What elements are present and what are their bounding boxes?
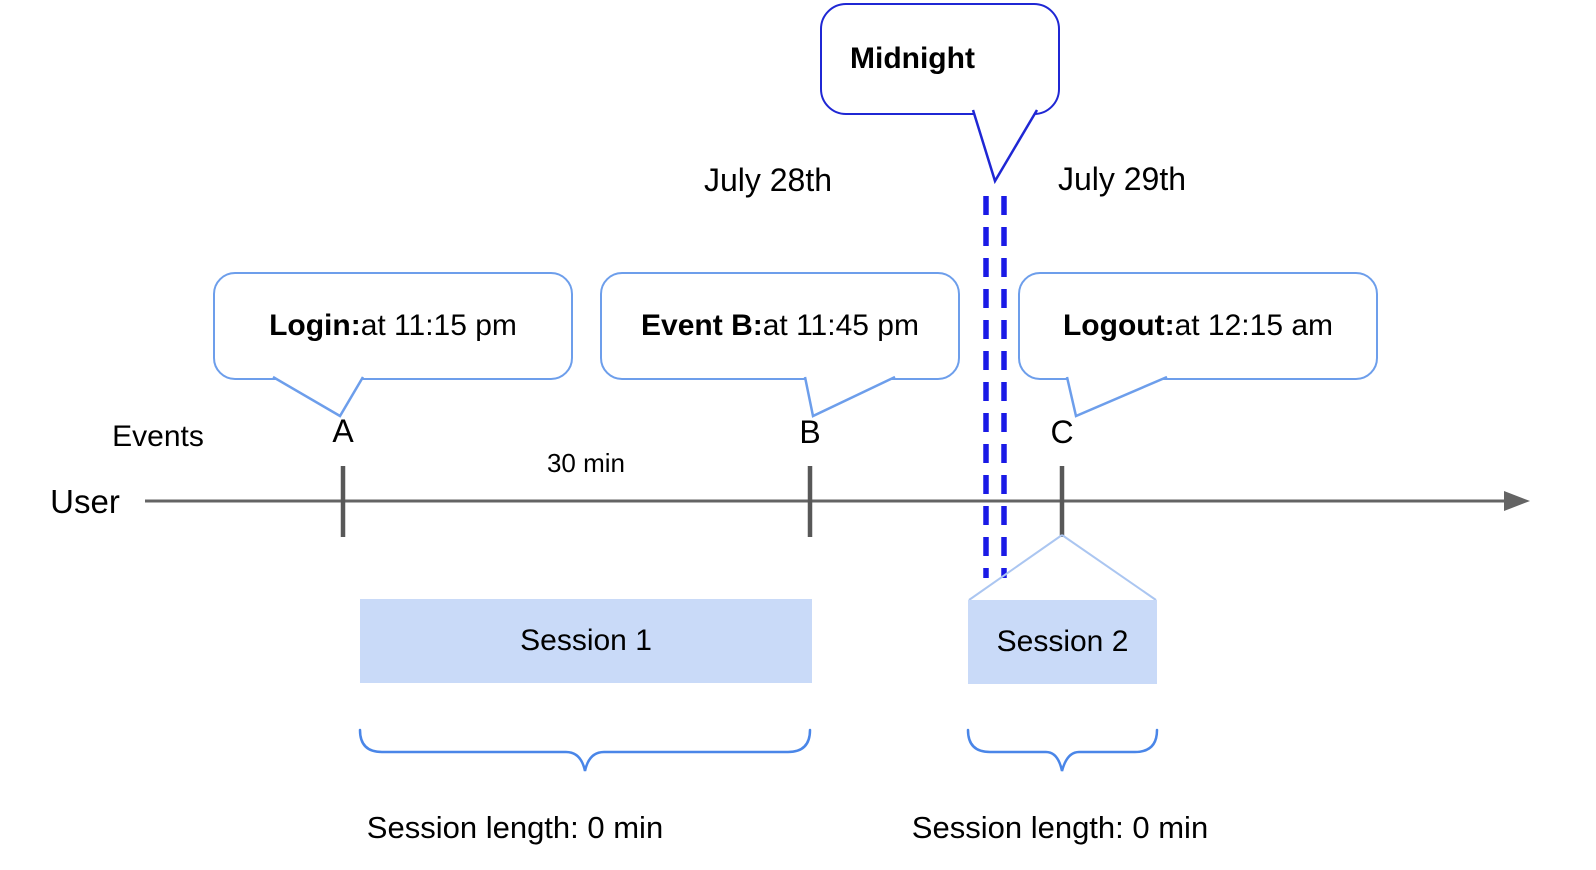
- session2-label: Session 2: [996, 625, 1129, 658]
- events-row-label: Events: [112, 420, 204, 453]
- midnight-callout-tail-outline: [971, 109, 1039, 185]
- login-callout: Login: at 11:15 pm: [213, 272, 573, 380]
- interval-label: 30 min: [546, 448, 626, 478]
- date-label-july-29: July 29th: [1057, 161, 1187, 197]
- session2-length-label: Session length: 0 min: [911, 810, 1209, 845]
- logout-callout-time: at 12:15 am: [1174, 309, 1334, 342]
- event-marker-a: A: [332, 413, 354, 449]
- logout-callout-title: Logout:: [1062, 309, 1175, 342]
- user-row-label: User: [50, 483, 120, 520]
- login-callout-title: Login:: [269, 309, 361, 342]
- session1-label: Session 1: [520, 624, 652, 657]
- session1-length-label: Session length: 0 min: [366, 810, 664, 845]
- session1-box: Session 1: [360, 599, 812, 683]
- login-callout-tail-outline: [272, 375, 365, 418]
- midnight-callout-tail: [973, 109, 1037, 181]
- timeline-arrowhead-icon: [1504, 491, 1530, 511]
- session2-box: Session 2: [968, 600, 1157, 684]
- session2-length-brace: [966, 728, 1159, 772]
- login-callout-time: at 11:15 pm: [360, 309, 517, 342]
- midnight-callout: Midnight: [820, 3, 1060, 115]
- session1-length-brace: [358, 728, 812, 772]
- event-b-callout-title: Event B:: [641, 309, 763, 342]
- event-b-callout-time: at 11:45 pm: [762, 309, 919, 342]
- event-b-callout-tail: [805, 376, 895, 416]
- logout-callout: Logout: at 12:15 am: [1018, 272, 1378, 380]
- session2-connector-right: [1061, 534, 1157, 601]
- event-marker-b: B: [799, 414, 821, 450]
- login-callout-tail: [273, 376, 363, 416]
- session2-connector-left: [968, 534, 1063, 601]
- logout-callout-tail-outline: [1065, 375, 1168, 418]
- event-b-callout-tail-outline: [803, 375, 896, 418]
- midnight-callout-label: Midnight: [850, 42, 975, 75]
- logout-callout-tail: [1067, 376, 1167, 416]
- date-label-july-28: July 28th: [703, 162, 833, 198]
- event-b-callout: Event B: at 11:45 pm: [600, 272, 960, 380]
- event-marker-c: C: [1050, 414, 1074, 450]
